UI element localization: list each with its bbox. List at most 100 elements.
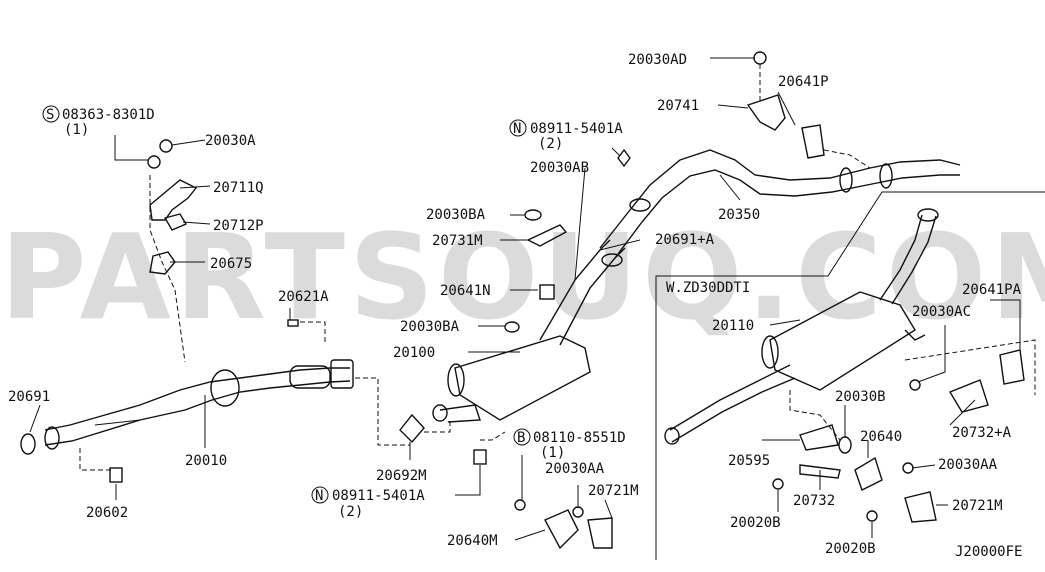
- label-20731m: 20731M: [432, 233, 483, 249]
- label-20675: 20675: [210, 256, 252, 272]
- label-20640: 20640: [860, 429, 902, 445]
- prefix-s: S: [46, 107, 54, 123]
- bracket-20741: [746, 94, 786, 131]
- leader-dashed-gasket: [424, 420, 451, 433]
- label-20030ab: 20030AB: [530, 160, 589, 176]
- bolt-20030ad: [753, 51, 767, 65]
- gasket-20692m: [399, 413, 425, 444]
- label-08911-low-qty: (2): [338, 504, 363, 520]
- label-20712p: 20712P: [213, 218, 264, 234]
- nut-20020b-left: [772, 478, 784, 490]
- prefix-n-top-circle: [509, 119, 527, 137]
- rubber-20641pa: [999, 349, 1025, 385]
- nut-20020b-low: [866, 510, 878, 522]
- leader-lines: [29, 57, 1021, 541]
- label-20640m: 20640M: [447, 533, 498, 549]
- label-20100: 20100: [393, 345, 435, 361]
- label-20030a: 20030A: [205, 133, 256, 149]
- label-20030aa-right: 20030AA: [938, 457, 998, 473]
- label-20030ba-low: 20030BA: [400, 319, 460, 335]
- label-20691a: 20691+A: [655, 232, 715, 248]
- label-20010: 20010: [185, 453, 227, 469]
- front-pipe-assembly: [44, 359, 354, 450]
- rubber-20640: [854, 456, 883, 491]
- bracket-20732a: [948, 379, 989, 413]
- label-08911-top-qty: (2): [538, 136, 563, 152]
- label-20621a: 20621A: [278, 289, 329, 305]
- bolt-20030a: [159, 139, 173, 153]
- bracket-20731m: [526, 224, 568, 247]
- label-20641p: 20641P: [778, 74, 829, 90]
- label-20732a: 20732+A: [952, 425, 1012, 441]
- label-20030ad: 20030AD: [628, 52, 687, 68]
- label-20030b: 20030B: [835, 389, 886, 405]
- label-20691: 20691: [8, 389, 50, 405]
- label-08363-qty: (1): [64, 122, 89, 138]
- label-20721m-left: 20721M: [588, 483, 639, 499]
- bolt-08110: [514, 499, 526, 511]
- label-20030ac: 20030AC: [912, 304, 971, 320]
- prefix-n-low: N: [315, 488, 323, 504]
- bolt-20030ac: [909, 379, 921, 391]
- rubber-20641n: [539, 284, 555, 300]
- label-20110: 20110: [712, 318, 754, 334]
- callout-labels: 20030AD 20641P 20741 08363-8301D (1) 200…: [8, 52, 1022, 560]
- label-20030aa-left: 20030AA: [545, 461, 605, 477]
- variant-frame: [655, 191, 1045, 560]
- label-20741: 20741: [657, 98, 699, 114]
- gasket-20691: [20, 433, 36, 455]
- label-08911-5401a-top: 08911-5401A: [530, 121, 623, 137]
- label-20602: 20602: [86, 505, 128, 521]
- label-20641n: 20641N: [440, 283, 491, 299]
- leader-dashed-20621a: [300, 321, 326, 345]
- center-pipe-20350: [599, 149, 961, 267]
- bolt-20030aa-right: [902, 462, 914, 474]
- prefix-n-top: N: [513, 121, 521, 137]
- prefix-n-low-circle: [311, 486, 329, 504]
- label-20595: 20595: [728, 453, 770, 469]
- nut-08911-top: [617, 148, 631, 168]
- bolt-20732: [799, 464, 841, 479]
- label-20641pa: 20641PA: [962, 282, 1022, 298]
- label-variant-w-zd30ddti: W.ZD30DDTI: [666, 280, 750, 296]
- bolt-08363: [147, 155, 161, 169]
- label-20020b-low: 20020B: [825, 541, 876, 557]
- watermark: PARTSOUQ.COM: [0, 208, 1045, 346]
- rubber-20641p: [801, 124, 825, 159]
- washer-20030b: [838, 436, 852, 454]
- label-20721m-right: 20721M: [952, 498, 1003, 514]
- leader-dashed-left: [149, 175, 186, 363]
- diagram-code: J20000FE: [955, 544, 1022, 560]
- leader-dashed-20641pa: [904, 339, 1036, 395]
- bolt-20030aa-left: [572, 506, 584, 518]
- label-08110-8551d: 08110-8551D: [533, 430, 626, 446]
- label-20732: 20732: [793, 493, 835, 509]
- prefix-b-circle: [513, 428, 531, 446]
- bracket-20595: [799, 424, 839, 451]
- label-20020b-left: 20020B: [730, 515, 781, 531]
- muffler-20100: [432, 239, 626, 423]
- label-20350: 20350: [718, 207, 760, 223]
- hanger-rubber-20675: [149, 251, 176, 275]
- bracket-20721m-left: [587, 517, 613, 549]
- label-08911-5401a-low: 08911-5401A: [332, 488, 425, 504]
- muffler-20110: [664, 208, 939, 445]
- label-08363-8301d: 08363-8301D: [62, 107, 155, 123]
- label-20692m: 20692M: [376, 468, 427, 484]
- rubber-20640m: [544, 509, 579, 550]
- label-20711q: 20711Q: [213, 180, 264, 196]
- label-08110-qty: (1): [540, 445, 565, 461]
- nut-20602: [109, 467, 123, 483]
- label-20030ba-top: 20030BA: [426, 207, 486, 223]
- bolt-20621a: [287, 319, 299, 327]
- prefix-b: B: [517, 430, 525, 446]
- prefix-s-circle: [42, 105, 60, 123]
- nut-08911-low: [473, 449, 487, 465]
- leader-dashed-20692m: [355, 377, 410, 446]
- leader-dashed-20595: [789, 390, 841, 441]
- bracket-20712p: [163, 213, 188, 231]
- bracket-20721m-right: [904, 491, 937, 523]
- bracket-20711q: [149, 179, 198, 221]
